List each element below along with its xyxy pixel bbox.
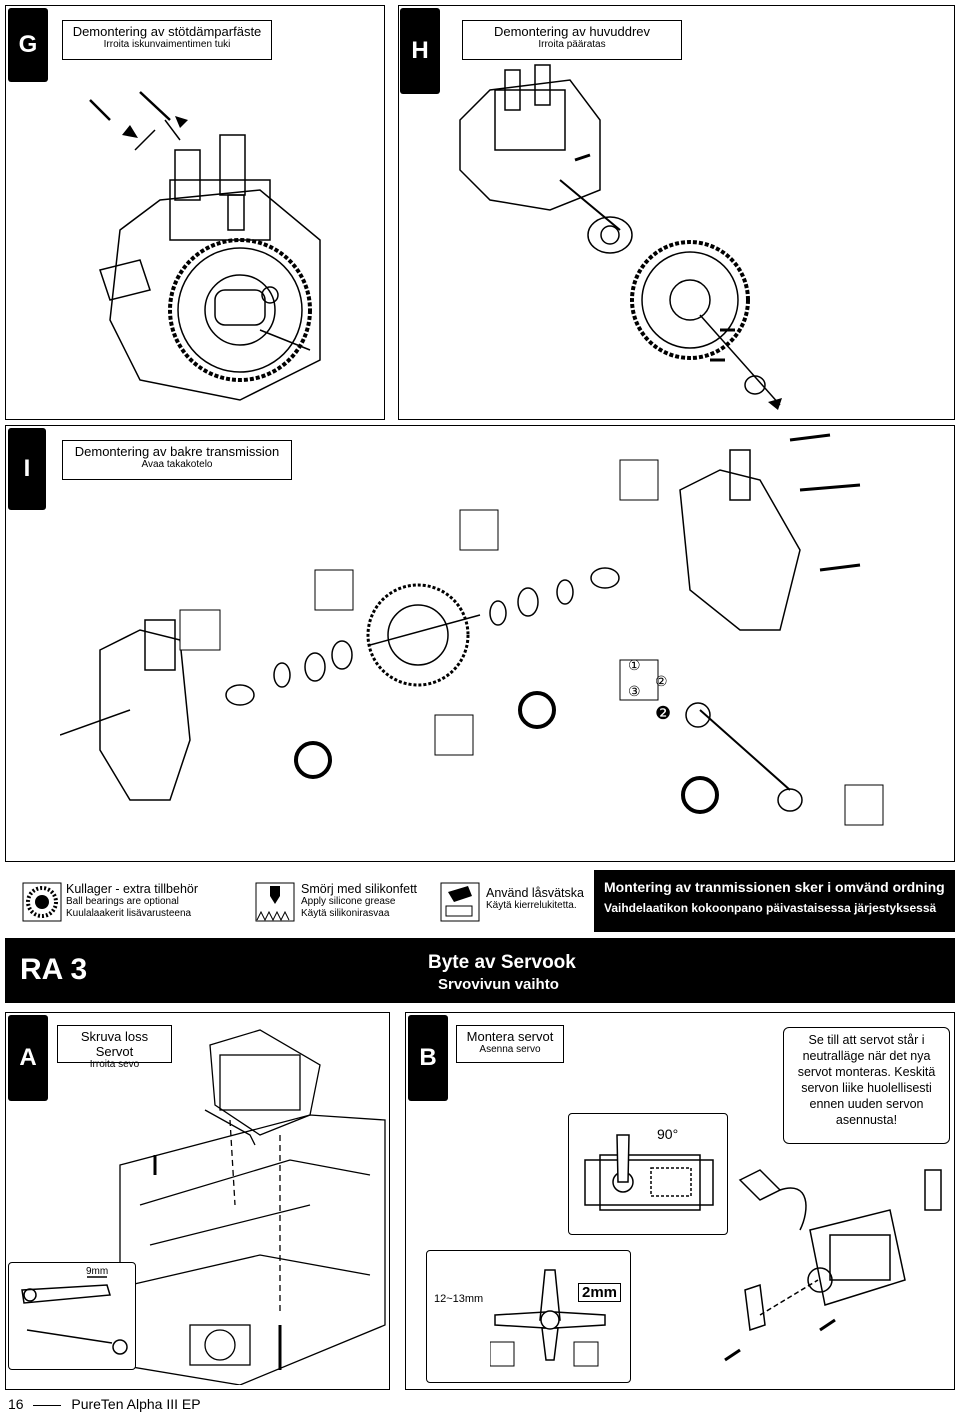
panel-a-title: Skruva loss Servot Irroita sevo [57, 1025, 172, 1070]
footer-dash [33, 1404, 62, 1406]
legend-lock-line2: Käytä kierrelukitetta. [486, 900, 577, 911]
gearbox-illustration-h [459, 64, 782, 410]
bearing-icon [22, 882, 62, 922]
step-letter-h: H [400, 8, 440, 94]
panel-b-heading: Montera servot [466, 1029, 554, 1044]
panel-i-subheading: Avaa takakotelo [141, 459, 213, 470]
panel-g-heading: Demontering av stötdämparfäste [72, 24, 262, 39]
step-letter-b: B [408, 1015, 448, 1101]
step-number-2-filled: ❷ [655, 703, 672, 723]
panel-i-title: Demontering av bakre transmission Avaa t… [62, 440, 292, 480]
threadlock-icon [440, 882, 480, 922]
tool-illustration [21, 1276, 128, 1355]
transmission-exploded-illustration [60, 433, 884, 826]
legend-grease-line3: Käytä silikonirasvaa [301, 908, 390, 919]
note-text: Se till att servot står i neutralläge nä… [797, 1033, 936, 1127]
section-title: Byte av Servook [428, 952, 576, 973]
footer: 16 PureTen Alpha III EP [8, 1396, 201, 1412]
legend-lock: Använd låsvätska Käytä kierrelukitetta. [440, 882, 590, 922]
panel-h-title: Demontering av huvuddrev Irroita päärata… [462, 20, 682, 60]
step-number-1: ① [628, 657, 641, 673]
angle-label: 90° [657, 1126, 679, 1142]
panel-h [398, 5, 955, 420]
banner-line2: Vaihdelaatikon kokoonpano päivastaisessa… [604, 901, 937, 915]
legend-bearing-line1: Kullager - extra tillbehör [66, 882, 199, 896]
servo-exploded-illustration [724, 1169, 942, 1362]
panel-g-title: Demontering av stötdämparfäste Irroita i… [62, 20, 272, 60]
neutral-position-note: Se till att servot står i neutralläge nä… [783, 1027, 950, 1144]
legend-bearing-line3: Kuulalaakerit lisävarusteena [66, 908, 192, 919]
panel-a-heading: Skruva loss Servot [80, 1029, 149, 1059]
tool-inset [8, 1262, 136, 1370]
section-code: RA 3 [20, 953, 88, 986]
legend-grease-line2: Apply silicone grease [301, 896, 396, 907]
servo-horn-illustration [490, 1269, 606, 1367]
step-letter-g: G [8, 8, 48, 82]
page-number: 16 [8, 1396, 24, 1412]
legend-grease: Smörj med silikonfett Apply silicone gre… [255, 882, 425, 922]
panel-h-heading: Demontering av huvuddrev [493, 24, 651, 39]
panel-a-subheading: Irroita sevo [89, 1059, 140, 1070]
product-name: PureTen Alpha III EP [71, 1396, 201, 1412]
step-letter-a: A [8, 1015, 48, 1101]
banner-line1: Montering av tranmissionen sker i omvänd… [604, 879, 945, 895]
panel-g-subheading: Irroita iskunvaimentimen tuki [103, 39, 231, 50]
panel-h-subheading: Irroita pääratas [538, 39, 606, 50]
step-letter-i: I [8, 428, 46, 510]
step-number-3: ③ [628, 683, 641, 699]
legend-bearing: Kullager - extra tillbehör Ball bearings… [22, 882, 242, 922]
grease-icon [255, 882, 295, 922]
panel-b-title: Montera servot Asenna servo [456, 1025, 564, 1063]
legend-grease-line1: Smörj med silikonfett [301, 882, 418, 896]
legend-bearing-line2: Ball bearings are optional [66, 896, 179, 907]
section-subtitle: Srvovivun vaihto [438, 976, 559, 993]
tool-measure-label: 9mm [86, 1266, 109, 1277]
hole-size-label: 2mm [578, 1283, 622, 1302]
chassis-servo-illustration [119, 1029, 386, 1385]
servo-top-view-illustration [584, 1134, 714, 1211]
legend-lock-line1: Använd låsvätska [486, 886, 584, 900]
panel-i-heading: Demontering av bakre transmission [74, 444, 280, 459]
panel-b-subheading: Asenna servo [479, 1044, 541, 1055]
section-header-bar [5, 938, 955, 1003]
arm-length-label: 12~13mm [434, 1293, 484, 1305]
servo-neutral-inset [568, 1113, 728, 1235]
step-number-2: ② [655, 673, 668, 689]
assembly-note-banner: Montering av tranmissionen sker i omvänd… [594, 870, 955, 932]
gearbox-illustration-g [89, 91, 321, 401]
